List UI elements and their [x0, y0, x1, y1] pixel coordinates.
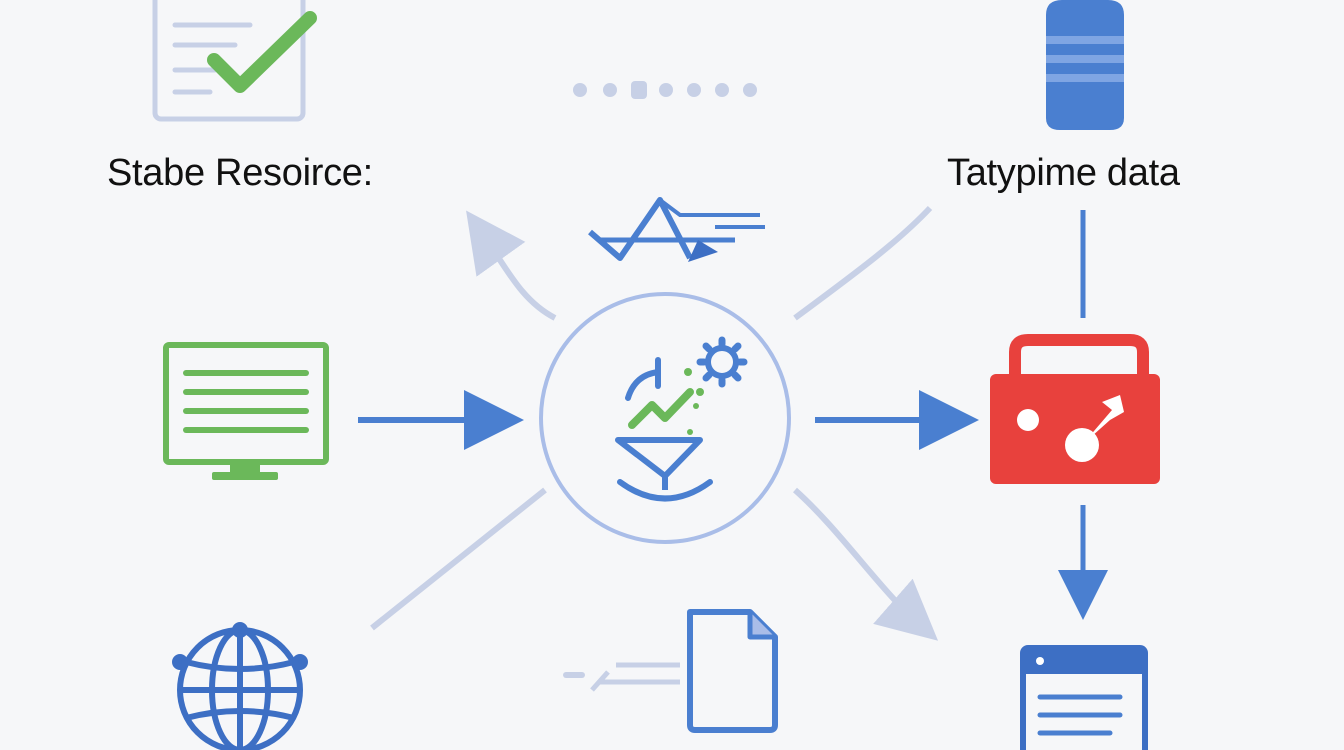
toolbox-icon — [990, 334, 1160, 484]
loading-dots-icon — [573, 81, 757, 99]
globe-icon — [172, 622, 308, 750]
processing-hub-icon — [539, 292, 791, 544]
label-stable-resource: Stabe Resoirce: — [107, 152, 373, 194]
label-runtime-data: Tatypime data — [947, 152, 1180, 194]
database-cylinder-icon — [1046, 0, 1124, 130]
signal-chart-icon — [588, 197, 765, 262]
browser-window-icon — [1020, 645, 1148, 750]
document-icon — [563, 609, 778, 733]
checklist-icon — [152, 0, 317, 122]
monitor-icon — [163, 342, 329, 480]
diagonal-connectors — [370, 205, 939, 641]
